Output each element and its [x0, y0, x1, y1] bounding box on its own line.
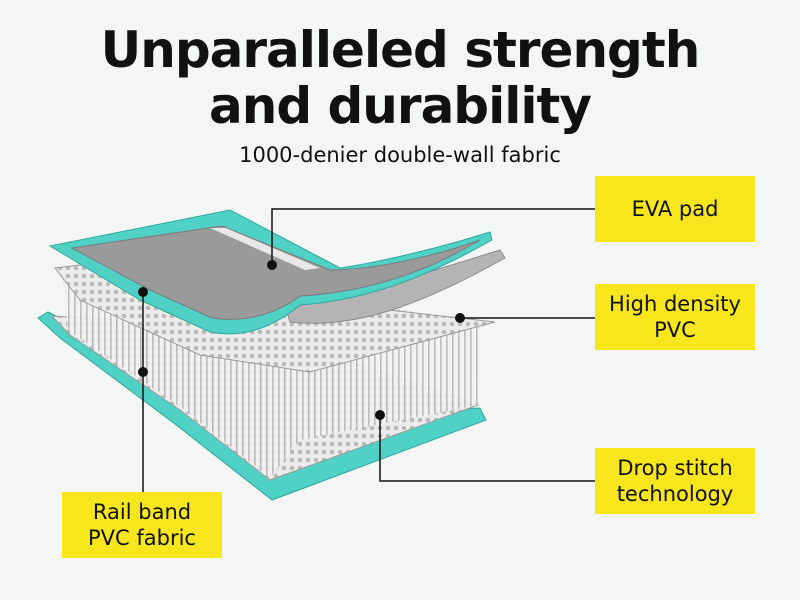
- label-rail-band: Rail band PVC fabric: [62, 492, 222, 558]
- label-drop-stitch: Drop stitch technology: [595, 448, 755, 514]
- drop-dot: [375, 410, 385, 420]
- label-high-density-pvc: High density PVC: [595, 284, 755, 350]
- eva-gray-surface: [70, 225, 481, 320]
- leader-dots: [138, 260, 465, 420]
- label-drop-line-2: technology: [616, 482, 734, 506]
- label-pvc-line-1: High density: [609, 292, 741, 316]
- rail-dot-upper: [138, 287, 148, 297]
- page-title: Unparalleled strength and durability: [0, 22, 800, 134]
- label-rail-line-2: PVC fabric: [88, 526, 196, 550]
- page-subtitle: 1000-denier double-wall fabric: [239, 143, 561, 167]
- label-eva-line-1: EVA pad: [631, 197, 719, 221]
- rail-dot-lower: [138, 367, 148, 377]
- eva-highlight: [210, 228, 320, 270]
- eva-dot: [267, 260, 277, 270]
- title-line-2: and durability: [208, 77, 592, 135]
- pvc-dot: [455, 313, 465, 323]
- label-rail-line-1: Rail band: [92, 500, 192, 524]
- label-pvc-line-2: PVC: [654, 318, 696, 342]
- label-eva-pad: EVA pad: [595, 176, 755, 242]
- label-drop-line-1: Drop stitch: [617, 456, 733, 480]
- leader-lines: [142, 208, 595, 492]
- title-line-1: Unparalleled strength: [100, 21, 701, 79]
